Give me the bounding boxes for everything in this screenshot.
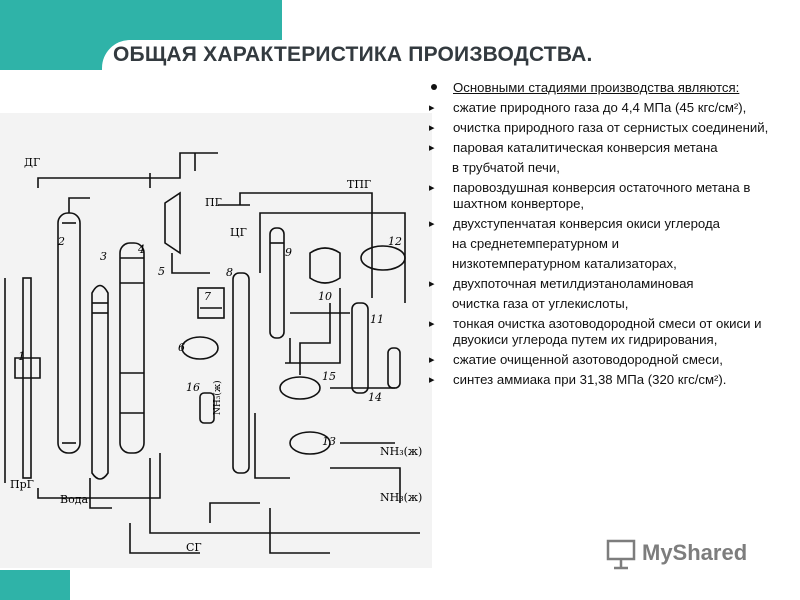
stage-item: ▸ тонкая очистка азотоводородной смеси от… — [425, 316, 793, 348]
arrow-bullet-icon: ▸ — [429, 278, 435, 290]
unit-14-vessel — [387, 347, 401, 389]
pipe-top-main — [37, 152, 218, 188]
label-prg: ПрГ — [10, 478, 34, 491]
stage-item: ▸ двухпоточная метилдиэтаноламиновая — [425, 276, 793, 292]
label-tpg: ТПГ — [347, 178, 372, 191]
stage-item-text: тонкая очистка азотоводородной смеси от … — [453, 316, 762, 347]
stage-item: низкотемпературном катализаторах, — [425, 256, 793, 272]
unit-number-14: 14 — [368, 391, 382, 404]
unit-number-1: 1 — [18, 350, 25, 363]
stages-lead-text: Основными стадиями производства являются… — [453, 80, 740, 95]
stage-item-text: на среднетемпературном и — [452, 236, 619, 251]
stage-item-text: сжатие очищенной азотоводородной смеси, — [453, 352, 723, 367]
unit-3-column — [91, 284, 109, 480]
stage-item-text: паровая каталитическая конверсия метана — [453, 140, 718, 155]
stage-item-text: паровоздушная конверсия остаточного мета… — [453, 180, 751, 211]
arrow-bullet-icon: ▸ — [429, 182, 435, 194]
unit-13-drum — [289, 431, 331, 455]
presentation-board-icon — [606, 539, 636, 570]
unit-6-vessel — [181, 336, 219, 360]
arrow-bullet-icon: ▸ — [429, 142, 435, 154]
process-flow-diagram: ДГ ПрГ Вода ПГ ТПГ ЦГ СГ NH₃(ж) NH₃(ж) N… — [0, 113, 432, 568]
stage-item-text: двухпоточная метилдиэтаноламиновая — [453, 276, 694, 291]
label-nh3-liquid-2: NH₃(ж) — [380, 491, 423, 504]
unit-number-4: 4 — [138, 243, 145, 256]
unit-7-box — [197, 287, 225, 319]
unit-12-drum — [360, 245, 406, 271]
stage-item-text: двухступенчатая конверсия окиси углерода — [453, 216, 721, 231]
label-pg: ПГ — [205, 196, 222, 209]
stage-item-text: очистка природного газа от сернистых сое… — [453, 120, 769, 135]
unit-number-7: 7 — [204, 290, 211, 303]
accent-corner-bottom — [0, 570, 70, 600]
label-voda: Вода — [60, 493, 89, 506]
unit-number-6: 6 — [178, 341, 185, 354]
stage-item-text: очистка газа от углекислоты, — [452, 296, 629, 311]
unit-number-12: 12 — [388, 235, 402, 248]
arrow-bullet-icon: ▸ — [429, 374, 435, 386]
arrow-bullet-icon: ▸ — [429, 102, 435, 114]
unit-9-column — [269, 227, 285, 339]
label-nh3-liquid-1: NH₃(ж) — [380, 445, 423, 458]
arrow-bullet-icon: ▸ — [429, 318, 435, 330]
stage-item-text: сжатие природного газа до 4,4 МПа (45 кг… — [453, 100, 747, 115]
label-cg: ЦГ — [230, 226, 247, 239]
unit-number-5: 5 — [158, 265, 165, 278]
stages-lead: Основными стадиями производства являются… — [425, 80, 793, 96]
stage-item: на среднетемпературном и — [425, 236, 793, 252]
stage-item: ▸ очистка природного газа от сернистых со… — [425, 120, 793, 136]
unit-15-drum — [279, 376, 321, 400]
unit-number-11: 11 — [370, 313, 384, 326]
slide-title: ОБЩАЯ ХАРАКТЕРИСТИКА ПРОИЗВОДСТВА. — [113, 43, 593, 66]
arrow-bullet-icon: ▸ — [429, 218, 435, 230]
arrow-bullet-icon: ▸ — [429, 354, 435, 366]
unit-number-13: 13 — [322, 435, 336, 448]
unit-16-vessel — [199, 392, 215, 424]
unit-number-3: 3 — [100, 250, 107, 263]
unit-10-vessel — [309, 247, 341, 284]
pipe-tpg — [239, 192, 373, 298]
stages-list: Основными стадиями производства являются… — [425, 80, 793, 392]
stage-item: очистка газа от углекислоты, — [425, 296, 793, 312]
myshared-logo: MyShared — [606, 538, 766, 572]
unit-number-8: 8 — [226, 266, 233, 279]
unit-8-column — [232, 272, 250, 474]
arrow-bullet-icon: ▸ — [429, 122, 435, 134]
unit-2-column — [57, 212, 81, 454]
stage-item: в трубчатой печи, — [425, 160, 793, 176]
label-nh3-liquid-vertical: NH₃(ж) — [213, 380, 223, 415]
unit-number-2: 2 — [58, 235, 65, 248]
logo-text: MyShared — [642, 540, 748, 565]
stage-item: ▸ синтез аммиака при 31,38 МПа (320 кгс/… — [425, 372, 793, 388]
stage-item: ▸ двухступенчатая конверсия окиси углерод… — [425, 216, 793, 232]
unit-1-cone — [14, 357, 41, 379]
stage-item-text: в трубчатой печи, — [452, 160, 560, 175]
stage-item: ▸ паровоздушная конверсия остаточного мет… — [425, 180, 793, 212]
unit-4-column — [119, 242, 145, 454]
unit-number-16: 16 — [186, 381, 200, 394]
unit-number-15: 15 — [322, 370, 336, 383]
unit-5-exchanger — [164, 191, 181, 255]
unit-11-column — [351, 302, 369, 394]
stage-item: ▸ сжатие природного газа до 4,4 МПа (45 к… — [425, 100, 793, 116]
stage-item: ▸ сжатие очищенной азотоводородной смеси, — [425, 352, 793, 368]
stage-item: ▸ паровая каталитическая конверсия метана — [425, 140, 793, 156]
label-sg: СГ — [186, 541, 202, 554]
unit-number-10: 10 — [318, 290, 332, 303]
bullet-dot-icon — [431, 84, 437, 90]
stage-item-text: низкотемпературном катализаторах, — [452, 256, 677, 271]
label-dg: ДГ — [24, 156, 41, 169]
unit-number-9: 9 — [285, 246, 292, 259]
stage-item-text: синтез аммиака при 31,38 МПа (320 кгс/см… — [453, 372, 727, 387]
title-panel — [102, 40, 742, 82]
